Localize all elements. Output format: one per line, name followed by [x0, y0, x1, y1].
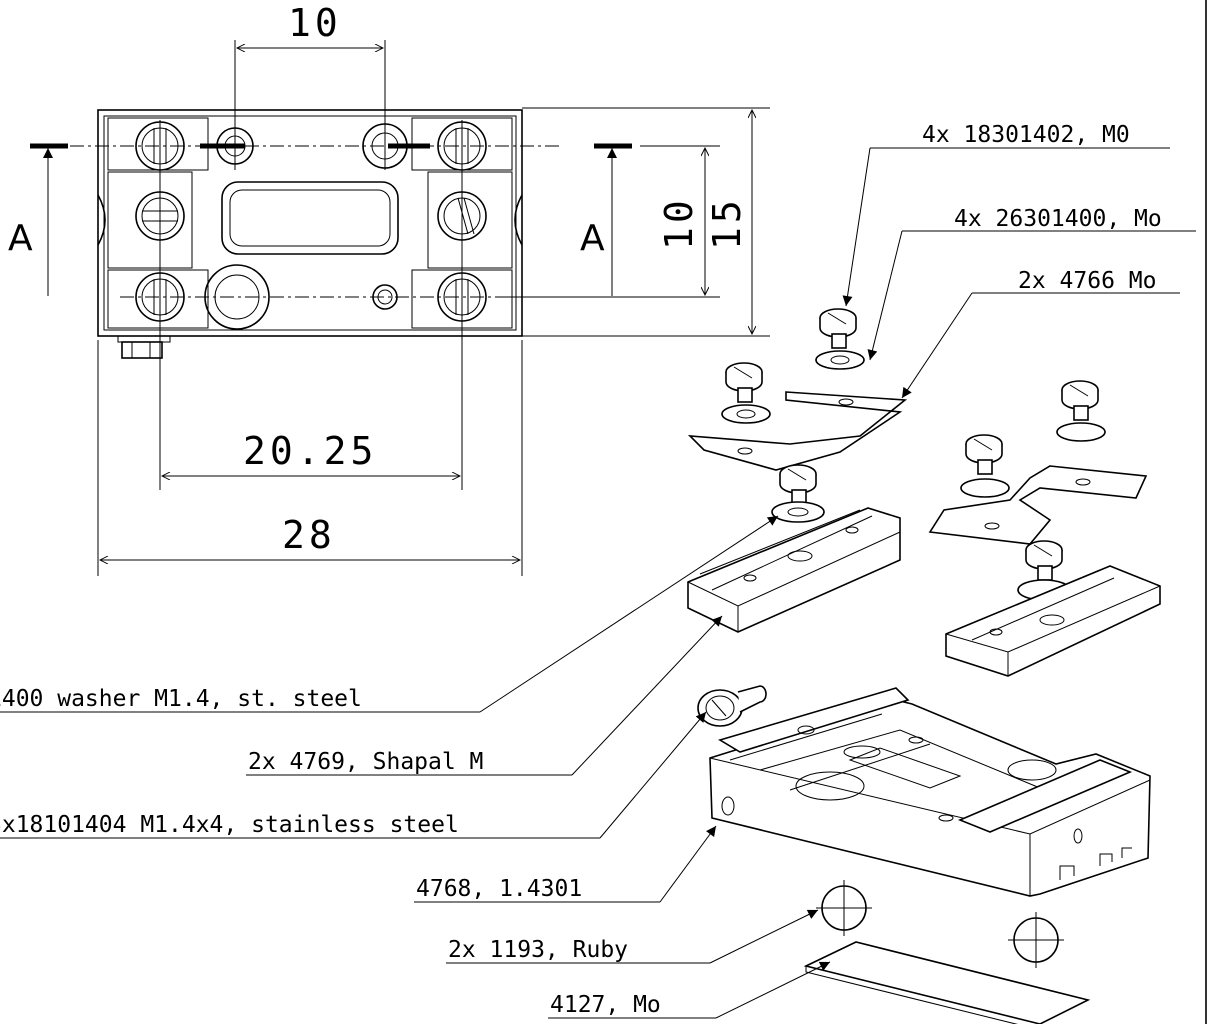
dim-right-outer: 15 — [705, 196, 749, 250]
ruby-icon — [816, 880, 872, 936]
callout-screw-steel: 3x18101404 M1.4x4, stainless steel — [0, 812, 459, 838]
dim-overall-width: 28 — [282, 513, 336, 557]
ruby-icon — [1008, 912, 1064, 968]
screw-icon — [960, 434, 1010, 498]
callout-screw-mo: 4x 18301402, M0 — [922, 122, 1130, 148]
section-label-right: A — [580, 218, 605, 259]
callout-base: 4768, 1.4301 — [416, 876, 582, 902]
dim-right-inner: 10 — [657, 196, 701, 250]
screw-icon — [771, 464, 825, 523]
screw-icon — [815, 308, 865, 370]
dim-top-width: 10 — [288, 1, 342, 45]
exploded-view — [687, 308, 1161, 1024]
screw-icon — [721, 362, 771, 424]
screw-icon — [1056, 380, 1106, 442]
callout-spring-mo: 2x 4766 Mo — [1018, 268, 1156, 294]
callout-plate: 4127, Mo — [550, 992, 661, 1018]
leader-lines — [0, 147, 1196, 1019]
dimension-lines — [97, 48, 770, 576]
callout-washer-mo: 4x 26301400, Mo — [954, 206, 1162, 232]
screw-icon — [697, 685, 767, 727]
top-view — [30, 40, 632, 490]
dim-hole-spacing: 20.25 — [243, 429, 377, 473]
callout-shapal: 2x 4769, Shapal M — [248, 749, 483, 775]
callout-ruby: 2x 1193, Ruby — [448, 937, 628, 963]
callout-washer-steel: 1400 washer M1.4, st. steel — [0, 686, 362, 712]
section-label-left: A — [8, 218, 33, 259]
